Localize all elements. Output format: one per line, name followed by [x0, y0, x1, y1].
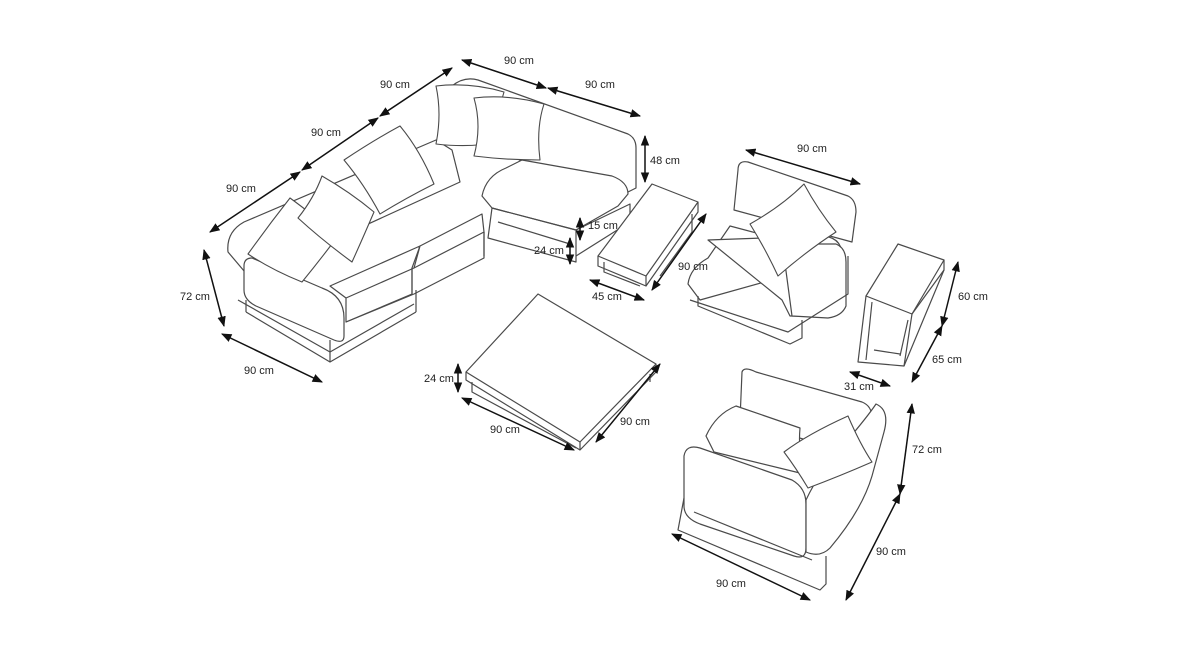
label-side-table-width: 45 cm — [592, 291, 622, 303]
label-armchair-width: 90 cm — [716, 578, 746, 590]
label-sofa-back-height: 48 cm — [650, 155, 680, 167]
label-coffee-depth: 90 cm — [620, 416, 650, 428]
armchair-bottom — [677, 368, 887, 591]
dim-line-sofa-height — [202, 248, 226, 328]
label-armchair-height: 72 cm — [912, 444, 942, 456]
dim-line-sofa-top-b — [546, 86, 642, 118]
cushion-7 — [783, 415, 873, 489]
corner-sofa — [227, 78, 637, 363]
cushion-2 — [297, 175, 375, 263]
label-sofa-bottom: 90 cm — [244, 365, 274, 377]
dim-line-end-table-width — [849, 371, 891, 387]
dim-line-armchair-width — [671, 533, 811, 601]
dim-line-side-table-length — [651, 213, 707, 291]
label-sofa-top-b: 90 cm — [585, 79, 615, 91]
dim-line-armchair-top-width — [744, 148, 862, 186]
label-sofa-back-mid: 90 cm — [311, 127, 341, 139]
dim-line-sofa-back-right — [379, 67, 453, 117]
label-end-table-width: 31 cm — [844, 381, 874, 393]
dimension-lines — [202, 59, 960, 601]
label-sofa-frame: 24 cm — [534, 245, 564, 257]
dim-line-armchair-depth — [845, 493, 901, 601]
label-sofa-top-a: 90 cm — [504, 55, 534, 67]
label-sofa-height: 72 cm — [180, 291, 210, 303]
dim-line-coffee-depth — [595, 363, 661, 443]
label-sofa-cushion: 15 cm — [588, 220, 618, 232]
label-end-table-height: 60 cm — [958, 291, 988, 303]
label-coffee-height: 24 cm — [424, 373, 454, 385]
label-armchair-top-width: 90 cm — [797, 143, 827, 155]
label-coffee-width: 90 cm — [490, 424, 520, 436]
dim-line-sofa-top-a — [461, 59, 547, 89]
dim-line-armchair-height — [897, 402, 915, 496]
label-armchair-depth: 90 cm — [876, 546, 906, 558]
dimension-labels: 90 cm 90 cm 90 cm 90 cm 90 cm 48 cm 15 c… — [180, 55, 988, 590]
side-table — [597, 183, 699, 287]
label-sofa-back-left: 90 cm — [226, 183, 256, 195]
dim-line-sofa-back-left — [209, 171, 301, 233]
dim-line-end-table-depth — [911, 325, 943, 383]
dim-line-side-table-width — [589, 279, 645, 301]
dim-line-end-table-height — [940, 260, 960, 328]
dim-line-sofa-back-mid — [301, 117, 379, 171]
label-side-table-length: 90 cm — [678, 261, 708, 273]
armchair-top — [687, 161, 857, 345]
dim-line-coffee-width — [461, 397, 575, 451]
label-sofa-back-right: 90 cm — [380, 79, 410, 91]
label-end-table-depth: 65 cm — [932, 354, 962, 366]
cushion-6 — [749, 183, 837, 277]
dim-line-sofa-bottom — [221, 333, 323, 383]
cushion-5 — [473, 96, 545, 161]
